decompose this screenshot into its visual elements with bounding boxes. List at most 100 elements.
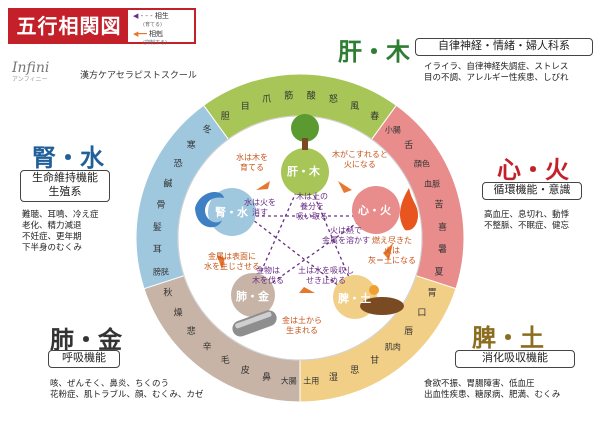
fire-ring-label: 血脈 <box>424 178 440 188</box>
caption-ctrl-fire-metal: 火は熱で金属を溶かす <box>322 226 370 245</box>
fire-desc-1: 高血圧、息切れ、動悸 <box>484 210 570 220</box>
metal-circle <box>231 273 275 317</box>
legend-generate-sub: (育てる) <box>143 22 162 28</box>
wood-desc-2: 目の不調、アレルギー性疾患、しびれ <box>424 73 569 83</box>
water-ring-label: 冬 <box>203 123 212 135</box>
caption-ctrl-wood-earth: 木は土の養分を吸い取る <box>296 192 328 221</box>
water-desc-1: 難聴、耳鳴、冷え症 <box>22 210 99 220</box>
metal-ring-label: 悲 <box>187 325 196 337</box>
title-box: 五行相関図 ◀ - - - 相生 (育てる) ◀━━ 相剋 (抑制する) <box>8 8 196 46</box>
metal-ring-label: 燥 <box>174 308 183 319</box>
soil-icon <box>360 297 404 315</box>
metal-ring-label: 鼻 <box>262 371 271 383</box>
earth-element-label: 脾・土 <box>472 324 544 352</box>
gen-arrow-fire-earth <box>383 243 393 260</box>
wood-ring-label: 爪 <box>262 94 271 105</box>
earth-ring-label: 湿 <box>329 372 338 383</box>
inner-label-wood: 肝・木 <box>287 165 320 178</box>
metal-ring-label: 大腸 <box>281 376 297 386</box>
water-ring-label: 耳 <box>153 244 162 255</box>
earth-ring-label: 甘 <box>370 354 379 366</box>
logo-name: Infini <box>12 60 50 76</box>
wood-ring-label: 春 <box>370 110 379 122</box>
caption-ctrl-water-fire: 水は火を消す <box>244 198 276 217</box>
legend-control-sub: (抑制する) <box>143 40 167 46</box>
generation-arrows <box>217 181 393 293</box>
fire-element-label: 心・火 <box>497 156 569 184</box>
wood-ring-label: 目 <box>241 101 250 112</box>
gen-arrow-water-wood <box>256 181 270 190</box>
inner-label-metal: 肺・金 <box>236 290 269 303</box>
metal-ring-label: 辛 <box>203 341 212 353</box>
wood-ring-label: 酸 <box>307 90 316 101</box>
caption-gen-water-wood: 水は木を育てる <box>236 153 268 172</box>
earth-desc-2: 出血性疾患、糖尿病、肥満、むくみ <box>424 390 561 400</box>
inner-label-earth: 脾・土 <box>338 292 371 305</box>
gen-arrow-wood-fire <box>338 181 352 193</box>
metal-ring-label: 皮 <box>241 364 250 376</box>
fire-ring-label: 暑 <box>438 244 447 255</box>
page-title: 五行相関図 <box>10 10 128 42</box>
wood-ring-label: 風 <box>350 101 359 112</box>
metal-ring-label: 秋 <box>163 287 172 299</box>
wood-element-label: 肝・木 <box>338 38 410 66</box>
metal-function-box: 呼吸機能 <box>48 350 120 368</box>
school-name: 漢方ケアセラピストスクール <box>80 71 197 81</box>
fire-ring-label: 舌 <box>404 140 413 151</box>
earth-function-box: 消化吸収機能 <box>455 350 575 368</box>
wood-function-box: 自律神経・情緒・婦人科系 <box>415 38 593 56</box>
metal-bar-icon <box>232 310 277 337</box>
water-ring-label: 恐 <box>174 158 183 169</box>
fire-circle <box>352 186 400 234</box>
water-ring-label: 髪 <box>153 221 162 233</box>
inner-label-fire: 心・火 <box>358 204 391 217</box>
water-desc-4: 下半身のむくみ <box>22 243 82 253</box>
fruit-icon <box>369 285 379 295</box>
legend-generate-label: 相生 <box>154 12 169 20</box>
wood-circle <box>281 148 329 196</box>
fire-function-box: 循環機能・意識 <box>482 182 582 200</box>
water-element-label: 腎・水 <box>32 144 104 172</box>
earth-desc-1: 食欲不振、胃腸障害、低血圧 <box>424 379 535 389</box>
water-ring-label: 膀胱 <box>153 266 169 276</box>
inner-label-water: 腎・水 <box>215 206 248 219</box>
tree-trunk-icon <box>302 138 308 150</box>
caption-ctrl-earth-water: 土は水を吸収しせき止める <box>298 266 354 285</box>
caption-ctrl-metal-wood: 金物は木を伐る <box>252 266 284 285</box>
metal-desc-1: 咳、ぜんそく、鼻炎、ちくのう <box>50 379 170 389</box>
fire-ring-label: 喜 <box>438 221 447 233</box>
tree-icon <box>291 114 319 142</box>
wood-ring-label: 胆 <box>221 111 230 122</box>
water-ring-label: 寒 <box>187 139 196 151</box>
earth-ring-label: 口 <box>417 309 426 319</box>
fire-desc-2: 不整脈、不眠症、健忘 <box>484 221 570 231</box>
flame-icon <box>400 188 418 231</box>
legend-control-label: 相剋 <box>149 30 164 38</box>
earth-ring-label: 肌肉 <box>385 342 401 352</box>
legend: ◀ - - - 相生 (育てる) ◀━━ 相剋 (抑制する) <box>133 12 195 48</box>
earth-ring-label: 胃 <box>428 288 437 299</box>
water-desc-2: 老化、精力減退 <box>22 221 82 231</box>
water-desc-3: 不妊症、更年期 <box>22 232 82 242</box>
caption-gen-metal-water: 金属は表面に水を生じさせる <box>204 252 260 271</box>
caption-gen-wood-fire: 木がこすれると火になる <box>332 150 388 169</box>
metal-element-label: 肺・金 <box>50 326 122 354</box>
water-function-line-2: 生殖系 <box>48 185 82 198</box>
fire-ring-label: 苦 <box>435 199 444 211</box>
fire-ring-label: 小腸 <box>385 125 401 134</box>
fire-ring-label: 夏 <box>435 266 444 277</box>
fire-ring-label: 顔色 <box>414 158 430 168</box>
water-function-line-1: 生命維持機能 <box>32 171 98 184</box>
caption-gen-fire-earth: 燃え尽きた火は灰＝土になる <box>368 236 416 265</box>
earth-ring-label: 唇 <box>404 326 413 337</box>
water-ring-label: 骨 <box>156 200 165 211</box>
wood-ring-label: 怒 <box>329 93 338 105</box>
metal-ring-label: 毛 <box>221 354 230 366</box>
control-line-wood-earth <box>304 173 358 297</box>
logo-sub: アンフィニー <box>12 76 48 83</box>
water-circle <box>208 188 256 236</box>
water-ring-label: 鹹 <box>163 177 172 189</box>
wood-desc-1: イライラ、自律神経失調症、ストレス <box>424 62 569 72</box>
metal-desc-2: 花粉症、肌トラブル、顔、むくみ、カゼ <box>50 390 204 400</box>
